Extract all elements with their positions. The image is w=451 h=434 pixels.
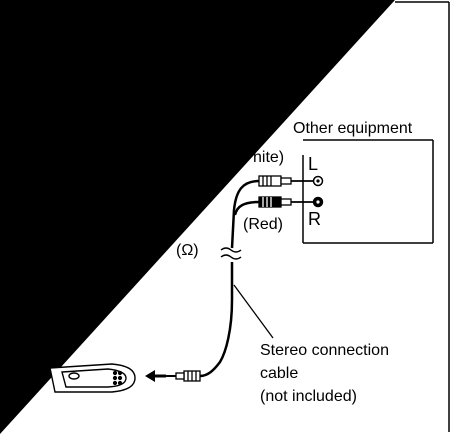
headphone-jack-label: (Ω) bbox=[176, 242, 199, 259]
rca-plug-white-icon bbox=[258, 175, 313, 187]
other-equipment-box bbox=[302, 139, 434, 244]
right-channel-label: R bbox=[308, 209, 321, 229]
stereo-mini-plug-icon bbox=[164, 370, 201, 382]
main-cable bbox=[199, 262, 234, 378]
split-cable bbox=[230, 179, 260, 249]
cable-label-line3: (not included) bbox=[260, 388, 357, 405]
red-plug-label: (Red) bbox=[243, 216, 284, 233]
callout-leader bbox=[233, 284, 274, 339]
left-arrow-icon bbox=[145, 370, 166, 382]
cable-break-mark bbox=[220, 247, 242, 260]
cable-label-line1: Stereo connection bbox=[260, 342, 389, 359]
cable-label-line2: cable bbox=[260, 365, 299, 382]
portable-player-icon bbox=[49, 363, 136, 393]
frame-edge bbox=[395, 1, 450, 432]
left-channel-label: L bbox=[308, 154, 319, 174]
jack-r-icon bbox=[312, 196, 324, 208]
rca-plug-red-icon bbox=[258, 196, 313, 208]
black-overlay bbox=[0, 0, 395, 434]
other-equipment-label: Other equipment bbox=[293, 120, 413, 137]
jack-l-icon bbox=[312, 175, 324, 187]
white-plug-label: hite) bbox=[253, 149, 285, 166]
